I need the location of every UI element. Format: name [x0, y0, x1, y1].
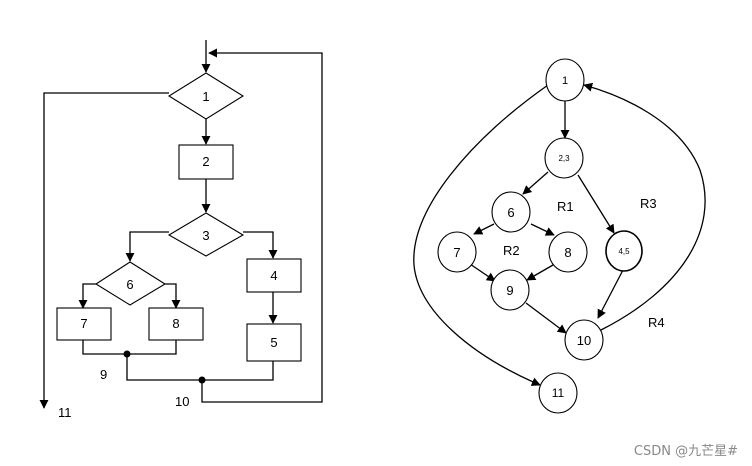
graph-label-10: 10: [577, 333, 591, 348]
edge-3-to-4: [243, 231, 278, 259]
flow-label-11: 11: [58, 405, 72, 420]
graph-edge-9-to-10: [525, 302, 567, 334]
flow-decision-6: [94, 261, 167, 306]
flow-process-7: [56, 307, 112, 341]
edge-10-to-1: [201, 48, 323, 403]
flow-label-3: 3: [202, 228, 209, 243]
graph-label-7: 7: [453, 245, 460, 260]
flowchart: 1 2 3 4 6 7 8 5 9 10 11: [39, 40, 323, 420]
edge-6-to-8: [165, 283, 181, 309]
flow-label-10: 10: [175, 394, 189, 409]
region-label-r4: R4: [648, 315, 665, 330]
graph-node-9: [490, 269, 530, 311]
graph-node-10: [564, 319, 604, 361]
junction-dot-10: [198, 376, 206, 384]
graph-edge-7-to-9: [469, 263, 496, 282]
edge-1-to-11: [39, 92, 169, 409]
graph-edge-23-to-6: [522, 171, 549, 195]
edge-6-to-7: [78, 283, 96, 309]
graph-label-8: 8: [564, 245, 571, 260]
graph-edge-6-to-8: [530, 223, 555, 236]
flow-process-4: [246, 258, 302, 293]
graph-edge-10-to-1: [583, 82, 706, 331]
graph-node-1: [545, 58, 585, 102]
flow-label-6: 6: [126, 277, 133, 292]
flow-label-4: 4: [270, 268, 277, 283]
graph-node-8: [548, 231, 588, 273]
graph-node-7: [437, 231, 477, 273]
flow-decision-3: [167, 212, 245, 257]
flow-process-8: [148, 307, 204, 341]
graph-label-6: 6: [507, 205, 514, 220]
flow-label-1: 1: [202, 89, 209, 104]
flow-label-5: 5: [270, 335, 277, 350]
flow-label-8: 8: [172, 316, 179, 331]
graph-node-23: [544, 137, 584, 179]
flow-label-2: 2: [202, 154, 209, 169]
graph-label-11: 11: [552, 386, 565, 400]
graph-label-45: 4,5: [618, 247, 630, 256]
graph-edge-1-to-11: [413, 84, 549, 386]
graph-node-11: [538, 372, 578, 414]
graph-label-9: 9: [506, 283, 513, 298]
junction-dot-9: [123, 350, 131, 358]
flow-process-2: [178, 144, 234, 180]
graph-edge-8-to-9: [526, 264, 554, 281]
flowgraph: 1 2,3 6 7 8 9 4,5 10 11 R1 R2 R3 R4: [413, 58, 706, 414]
flow-decision-1: [167, 72, 245, 120]
region-label-r3: R3: [640, 196, 657, 211]
region-label-r2: R2: [503, 243, 520, 258]
graph-node-6: [491, 191, 531, 233]
graph-node-45: [605, 230, 643, 272]
graph-label-1: 1: [562, 75, 568, 87]
graph-edge-23-to-45: [577, 174, 615, 234]
region-label-r1: R1: [557, 199, 574, 214]
graph-edge-45-to-10: [597, 269, 624, 319]
watermark: CSDN @九芒星#: [634, 443, 738, 459]
flow-process-5: [246, 323, 302, 362]
graph-label-23: 2,3: [558, 154, 570, 163]
flow-label-7: 7: [80, 316, 87, 331]
graph-edge-6-to-7: [473, 223, 495, 235]
edge-3-to-6: [125, 231, 169, 262]
flow-label-9: 9: [100, 367, 107, 382]
